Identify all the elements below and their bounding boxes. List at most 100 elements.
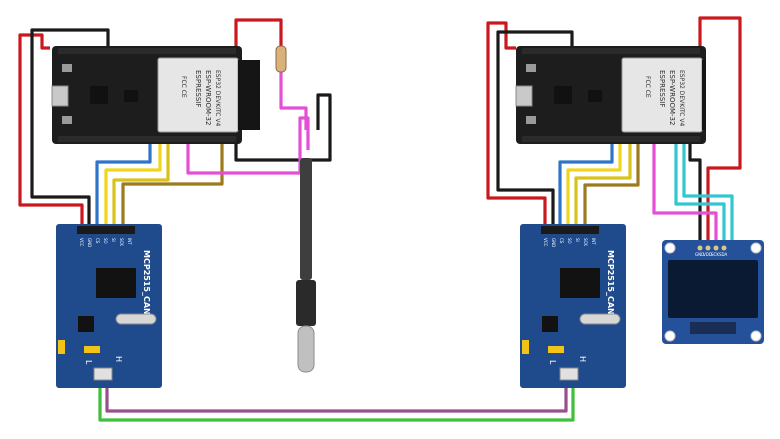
wire-right-power-red bbox=[486, 21, 547, 228]
wire-right-int-pink bbox=[652, 143, 718, 246]
can-pin-cs: CS bbox=[559, 238, 564, 244]
can-pin-so: SO bbox=[567, 238, 572, 244]
mount-hole bbox=[664, 330, 676, 342]
mcp2515-chip bbox=[96, 268, 136, 298]
wire-can-high-green bbox=[98, 380, 575, 422]
header-pins-bottom bbox=[522, 136, 700, 142]
crystal bbox=[115, 313, 157, 325]
can-pin-si: SI bbox=[111, 238, 116, 242]
pull-up-resistor bbox=[275, 45, 287, 73]
jumper-j1 bbox=[522, 340, 529, 354]
boot-button bbox=[62, 64, 72, 72]
esp32-module-model: ESP-WROOM-32 bbox=[668, 70, 676, 125]
can-pin-vcc: VCC bbox=[543, 238, 548, 247]
can-pin-int: INT bbox=[591, 238, 596, 245]
wire-left-data-pink bbox=[186, 116, 310, 175]
wire-left-power-red bbox=[18, 33, 84, 228]
esp32-board-name: ESP32 DEVKITC V4 bbox=[678, 70, 685, 126]
can-pin-gnd: GND bbox=[551, 238, 556, 247]
jumper-lh bbox=[548, 346, 564, 353]
can-pin-cs: CS bbox=[95, 238, 100, 244]
wire-left-ground-black bbox=[30, 28, 110, 228]
wire-right-scl-cyan bbox=[682, 143, 734, 246]
mount-hole bbox=[750, 242, 762, 254]
esp32-certifications: FCC CE bbox=[180, 76, 187, 98]
regulator bbox=[124, 90, 138, 102]
en-button bbox=[526, 116, 536, 124]
probe-steel-tip bbox=[297, 325, 315, 373]
wire-left-si-yellow bbox=[112, 143, 170, 228]
can-pcb bbox=[520, 224, 626, 388]
can-terminal bbox=[93, 367, 113, 381]
can-pcb bbox=[56, 224, 162, 388]
esp32-brand: ESPRESSIF bbox=[194, 70, 202, 107]
probe-cable bbox=[300, 158, 312, 280]
jumper-lh bbox=[84, 346, 100, 353]
header-pins-top bbox=[58, 48, 236, 54]
jumper-l-label: L bbox=[548, 360, 557, 365]
wire-left-probe-pink bbox=[279, 70, 308, 130]
oled-pin-gnd: GND bbox=[695, 252, 704, 257]
boot-button bbox=[526, 64, 536, 72]
can-module-label: MCP2515_CAN bbox=[142, 250, 151, 315]
wire-right-3v3-red bbox=[698, 16, 742, 246]
usb-port bbox=[515, 85, 533, 107]
usb-chip bbox=[90, 86, 108, 104]
usb-port bbox=[51, 85, 69, 107]
can-header-pins bbox=[77, 226, 135, 234]
jumper-h-label: H bbox=[578, 356, 587, 362]
wire-right-sck-brown bbox=[583, 143, 640, 228]
oled-ribbon bbox=[690, 322, 736, 334]
can-pin-sck: SCK bbox=[119, 238, 124, 246]
wire-can-low-purple bbox=[105, 380, 568, 413]
mcp2515-chip bbox=[560, 268, 600, 298]
wire-left-cs-blue bbox=[95, 143, 152, 228]
wire-right-cs-blue bbox=[558, 143, 614, 228]
esp32-certifications: FCC CE bbox=[644, 76, 651, 98]
esp32-board-name: ESP32 DEVKITC V4 bbox=[214, 70, 221, 126]
can-pin-si: SI bbox=[575, 238, 580, 242]
mount-hole bbox=[664, 242, 676, 254]
wire-right-ground-black bbox=[496, 30, 574, 228]
usb-chip bbox=[554, 86, 572, 104]
wire-right-so-yellow bbox=[566, 143, 622, 228]
can-header-pins bbox=[541, 226, 599, 234]
crystal bbox=[579, 313, 621, 325]
en-button bbox=[62, 116, 72, 124]
esp32-board-left: ESPRESSIF ESP-WROOM-32 ESP32 DEVKITC V4 … bbox=[51, 46, 260, 144]
mount-hole bbox=[750, 330, 762, 342]
antenna-area bbox=[702, 60, 706, 130]
transceiver-chip bbox=[78, 316, 94, 332]
oled-pin-sck: SCK bbox=[711, 252, 719, 257]
can-pin-so: SO bbox=[103, 238, 108, 244]
wires bbox=[18, 16, 742, 422]
can-pin-gnd: GND bbox=[87, 238, 92, 247]
probe-shrink-tube bbox=[296, 280, 316, 326]
can-terminal bbox=[559, 367, 579, 381]
wire-left-ground2-black bbox=[234, 93, 332, 162]
header-pins-top bbox=[522, 48, 700, 54]
can-pin-vcc: VCC bbox=[79, 238, 84, 247]
wire-left-sck-brown bbox=[121, 143, 224, 228]
can-pin-labels: VCC GND CS SO SI SCK INT bbox=[79, 238, 132, 247]
jumper-l-label: L bbox=[84, 360, 93, 365]
oled-pins bbox=[697, 245, 727, 251]
jumper-j1 bbox=[58, 340, 65, 354]
regulator bbox=[588, 90, 602, 102]
oled-pin-sda: SDA bbox=[719, 252, 728, 257]
can-pin-labels: VCC GND CS SO SI SCK INT bbox=[543, 238, 596, 247]
esp32-board-right: ESPRESSIF ESP-WROOM-32 ESP32 DEVKITC V4 … bbox=[515, 46, 706, 144]
transceiver-chip bbox=[542, 316, 558, 332]
can-pin-sck: SCK bbox=[583, 238, 588, 246]
header-pins-bottom bbox=[58, 136, 236, 142]
wire-right-si-yellow bbox=[574, 143, 632, 228]
temperature-probe bbox=[275, 45, 316, 373]
can-module-right: VCC GND CS SO SI SCK INT MCP2515_CAN L H bbox=[520, 224, 626, 388]
antenna-area bbox=[238, 60, 260, 130]
jumper-h-label: H bbox=[114, 356, 123, 362]
oled-display: GND VDD SCK SDA bbox=[662, 240, 764, 344]
oled-pin-vdd: VDD bbox=[703, 252, 712, 257]
can-pin-int: INT bbox=[127, 238, 132, 245]
can-module-label: MCP2515_CAN bbox=[606, 250, 615, 315]
esp32-brand: ESPRESSIF bbox=[658, 70, 666, 107]
